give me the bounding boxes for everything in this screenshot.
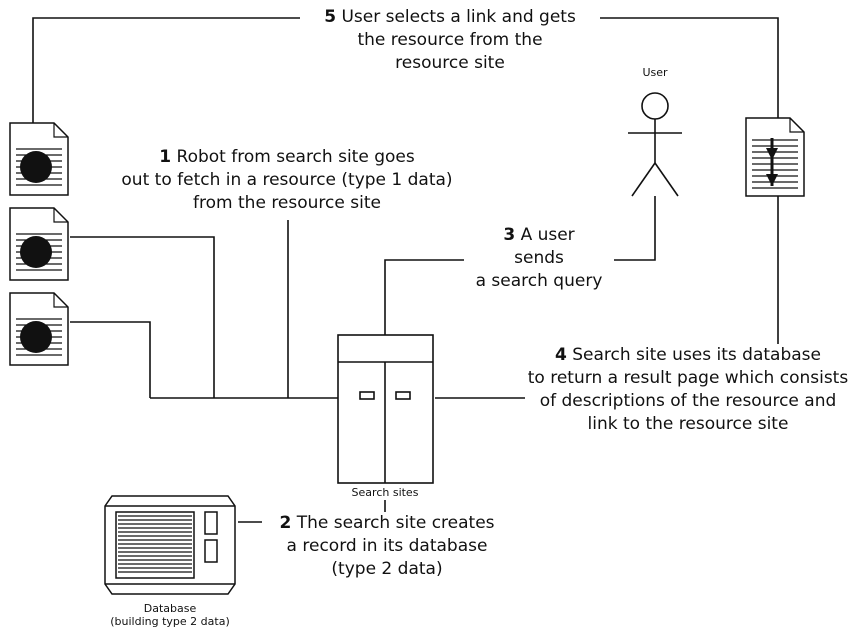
step5-line3: resource site	[300, 52, 600, 75]
document-icon	[10, 293, 68, 365]
step3-line3: a search query	[464, 270, 614, 293]
step1-number: 1	[159, 147, 171, 167]
step1-label: 1 Robot from search site goes out to fet…	[100, 146, 474, 215]
step4-line4: link to the resource site	[525, 413, 851, 436]
link-line-resource2	[70, 237, 214, 398]
step3-line1: A user	[521, 225, 575, 245]
database-label-line1: Database	[95, 602, 245, 615]
step4-line1: Search site uses its database	[572, 345, 821, 365]
step1-line3: from the resource site	[100, 192, 474, 215]
link-line-resource3	[70, 322, 150, 398]
database-icon	[105, 496, 235, 594]
stick-figure-icon	[628, 93, 682, 196]
database-label: Database (building type 2 data)	[95, 602, 245, 628]
step3-label: 3 A user sends a search query	[464, 224, 614, 293]
document-icon	[10, 123, 68, 195]
step4-line2: to return a result page which consists	[525, 367, 851, 390]
document-icon	[10, 208, 68, 280]
step5-number: 5	[324, 7, 336, 27]
step5-line2: the resource from the	[300, 29, 600, 52]
step2-line3: (type 2 data)	[262, 558, 512, 581]
step2-number: 2	[279, 513, 291, 533]
step2-line1: The search site creates	[297, 513, 495, 533]
user-label: User	[630, 66, 680, 79]
step3-line2: sends	[464, 247, 614, 270]
result-page-icon	[746, 118, 804, 196]
step5-label: 5 User selects a link and gets the resou…	[300, 6, 600, 75]
step4-line3: of descriptions of the resource and	[525, 390, 851, 413]
step5-line1: User selects a link and gets	[341, 7, 575, 27]
server-icon	[338, 335, 433, 483]
step4-label: 4 Search site uses its database to retur…	[525, 344, 851, 436]
search-sites-label: Search sites	[335, 486, 435, 499]
step1-line1: Robot from search site goes	[177, 147, 415, 167]
step4-number: 4	[555, 345, 567, 365]
step2-line2: a record in its database	[262, 535, 512, 558]
step2-label: 2 The search site creates a record in it…	[262, 512, 512, 581]
step1-line2: out to fetch in a resource (type 1 data)	[100, 169, 474, 192]
database-label-line2: (building type 2 data)	[95, 615, 245, 628]
step3-number: 3	[503, 225, 515, 245]
